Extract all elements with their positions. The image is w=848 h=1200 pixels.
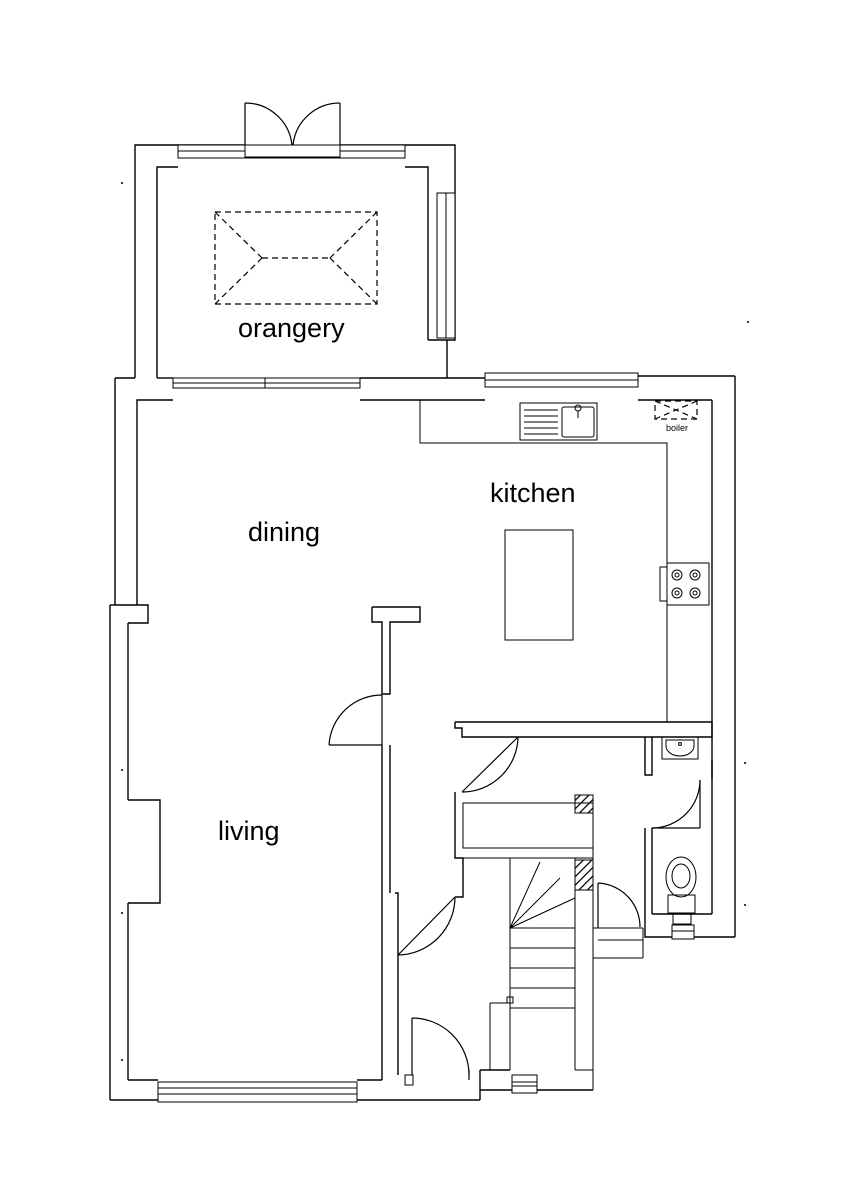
hall-cupboard xyxy=(462,794,594,883)
kitchen-sink-icon xyxy=(519,402,598,441)
internal-walls xyxy=(371,606,735,1080)
orangery-top-windows xyxy=(177,144,406,159)
room-label-orangery: orangery xyxy=(238,313,345,343)
reference-dots xyxy=(121,182,749,1061)
door-dining-living xyxy=(328,694,383,746)
kitchen-island xyxy=(504,529,574,641)
door-wc xyxy=(651,779,701,829)
kitchen-units xyxy=(419,400,713,722)
basin-icon xyxy=(661,736,699,760)
room-label-kitchen: kitchen xyxy=(490,478,576,508)
door-kitchen-hall xyxy=(461,736,519,793)
boiler-icon xyxy=(654,400,698,420)
front-door xyxy=(404,1017,470,1086)
living-bay-window xyxy=(157,1081,358,1103)
toilet-icon xyxy=(665,856,697,935)
room-label-living: living xyxy=(218,816,280,846)
hob-icon xyxy=(659,562,710,606)
boiler-label: boiler xyxy=(666,423,688,433)
orangery-french-doors xyxy=(244,102,341,158)
main-top-windows xyxy=(172,372,639,389)
orangery-walls xyxy=(134,144,456,378)
door-hall-living xyxy=(397,896,456,956)
room-label-dining: dining xyxy=(248,517,320,547)
roof-lantern xyxy=(214,211,378,305)
door-understairs xyxy=(597,882,641,928)
hall-bottom-walls xyxy=(412,924,695,1101)
main-outer-walls xyxy=(109,375,736,1101)
orangery-side-window xyxy=(436,192,456,339)
staircase xyxy=(489,858,644,1090)
